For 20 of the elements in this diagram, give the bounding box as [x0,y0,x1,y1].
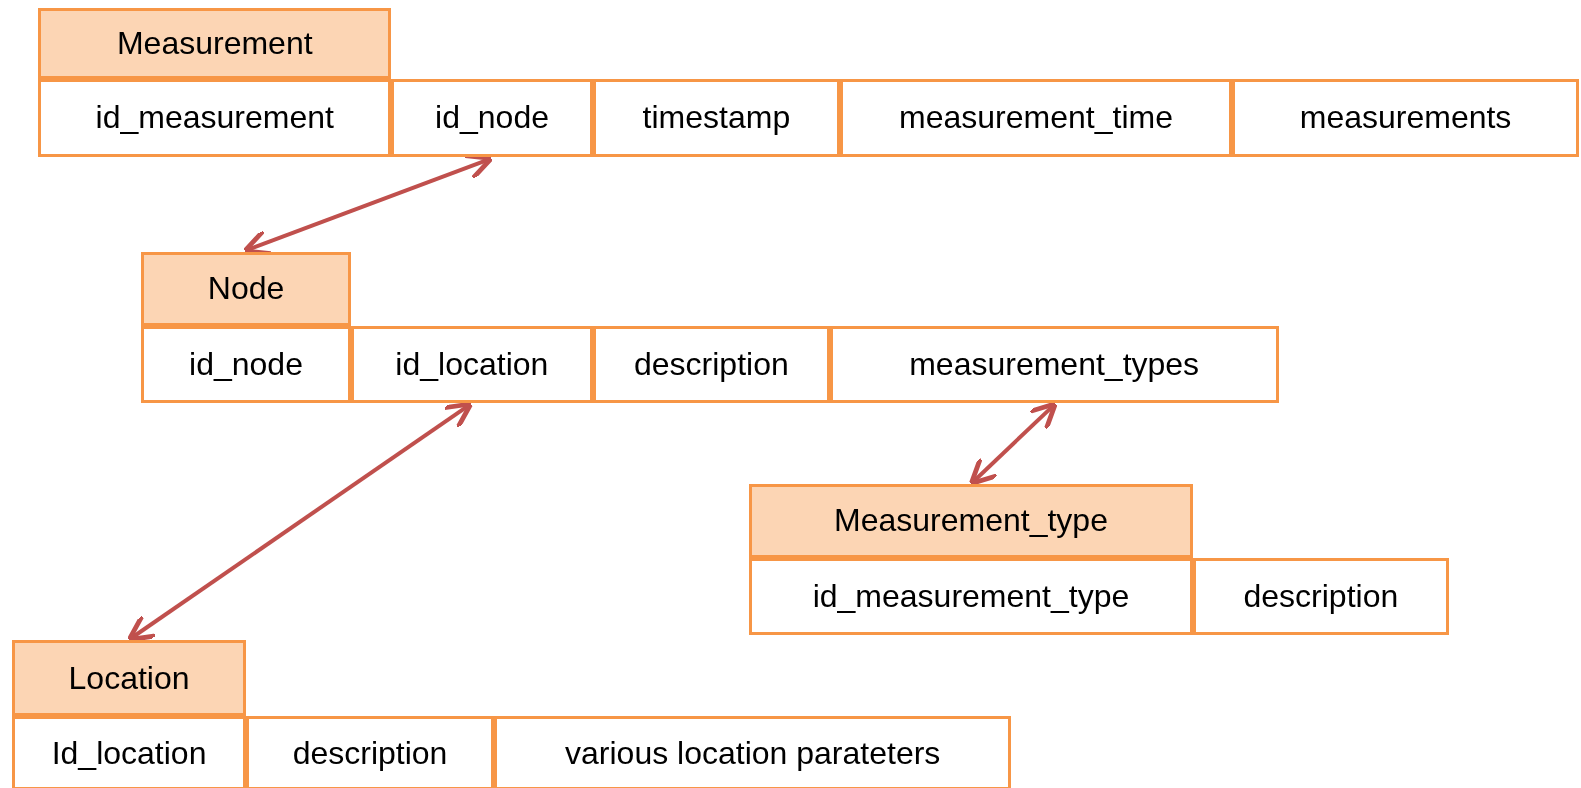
table-field-cell: Id_location [12,715,246,788]
table-header-cell: Measurement [38,8,392,79]
table-field-cell: various location parateters [494,715,1012,788]
table-field-cell: measurement_types [829,325,1279,404]
table-field-cell: description [1192,557,1449,636]
table-header-cell: Measurement_type [749,483,1193,558]
table-field-cell: description [246,715,495,788]
table-field-cell: id_location [350,325,593,404]
table-header-cell: Location [12,640,246,716]
table-field-cell: id_measurement [38,78,392,158]
table-field-cell: measurement_time [839,78,1233,158]
double-headed-arrow [968,401,1058,486]
double-headed-arrow [126,401,474,642]
table-field-cell: description [592,325,830,404]
table-field-cell: measurements [1232,78,1579,158]
table-field-cell: id_node [391,78,593,158]
table-field-cell: timestamp [592,78,840,158]
table-header-cell: Node [141,252,351,326]
table-field-cell: id_measurement_type [749,557,1193,636]
table-field-cell: id_node [141,325,351,404]
